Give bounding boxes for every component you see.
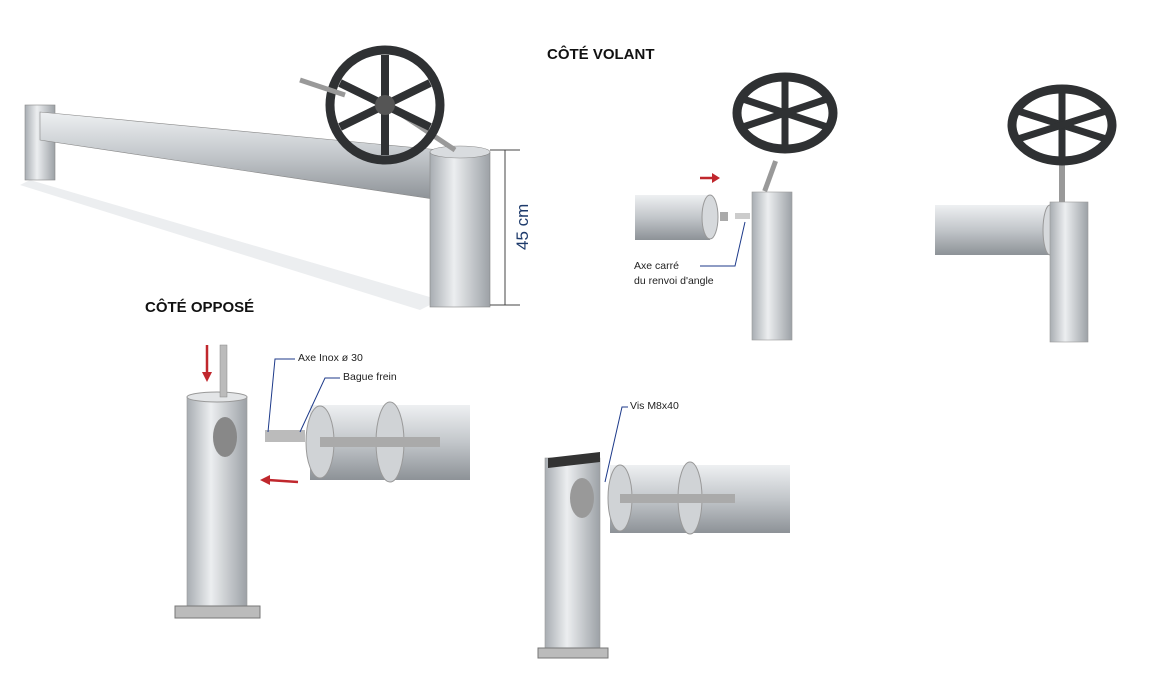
dimension-label: 45 cm [513, 203, 532, 250]
main-reel-assembly [20, 45, 520, 310]
title-cote-oppose: CÔTÉ OPPOSÉ [145, 299, 255, 316]
label-axe-inox: Axe Inox ø 30 [298, 352, 363, 364]
label-renvoi-angle: du renvoi d'angle [634, 275, 714, 287]
label-axe-carre: Axe carré [634, 260, 679, 272]
label-vis: Vis M8x40 [630, 400, 679, 412]
opposite-side-exploded [174, 344, 470, 619]
opposite-side-assembled [537, 406, 790, 659]
right-post [429, 151, 491, 308]
title-cote-volant: CÔTÉ VOLANT [547, 46, 655, 63]
handwheel [732, 72, 838, 154]
label-bague-frein: Bague frein [343, 371, 397, 383]
leader-line [700, 221, 746, 267]
dimension-line [490, 149, 520, 306]
red-arrow-left [267, 478, 299, 484]
handwheel-side-exploded [635, 72, 838, 341]
handwheel-side-assembled [935, 84, 1117, 343]
handwheel [325, 45, 445, 165]
handwheel [1007, 84, 1117, 166]
